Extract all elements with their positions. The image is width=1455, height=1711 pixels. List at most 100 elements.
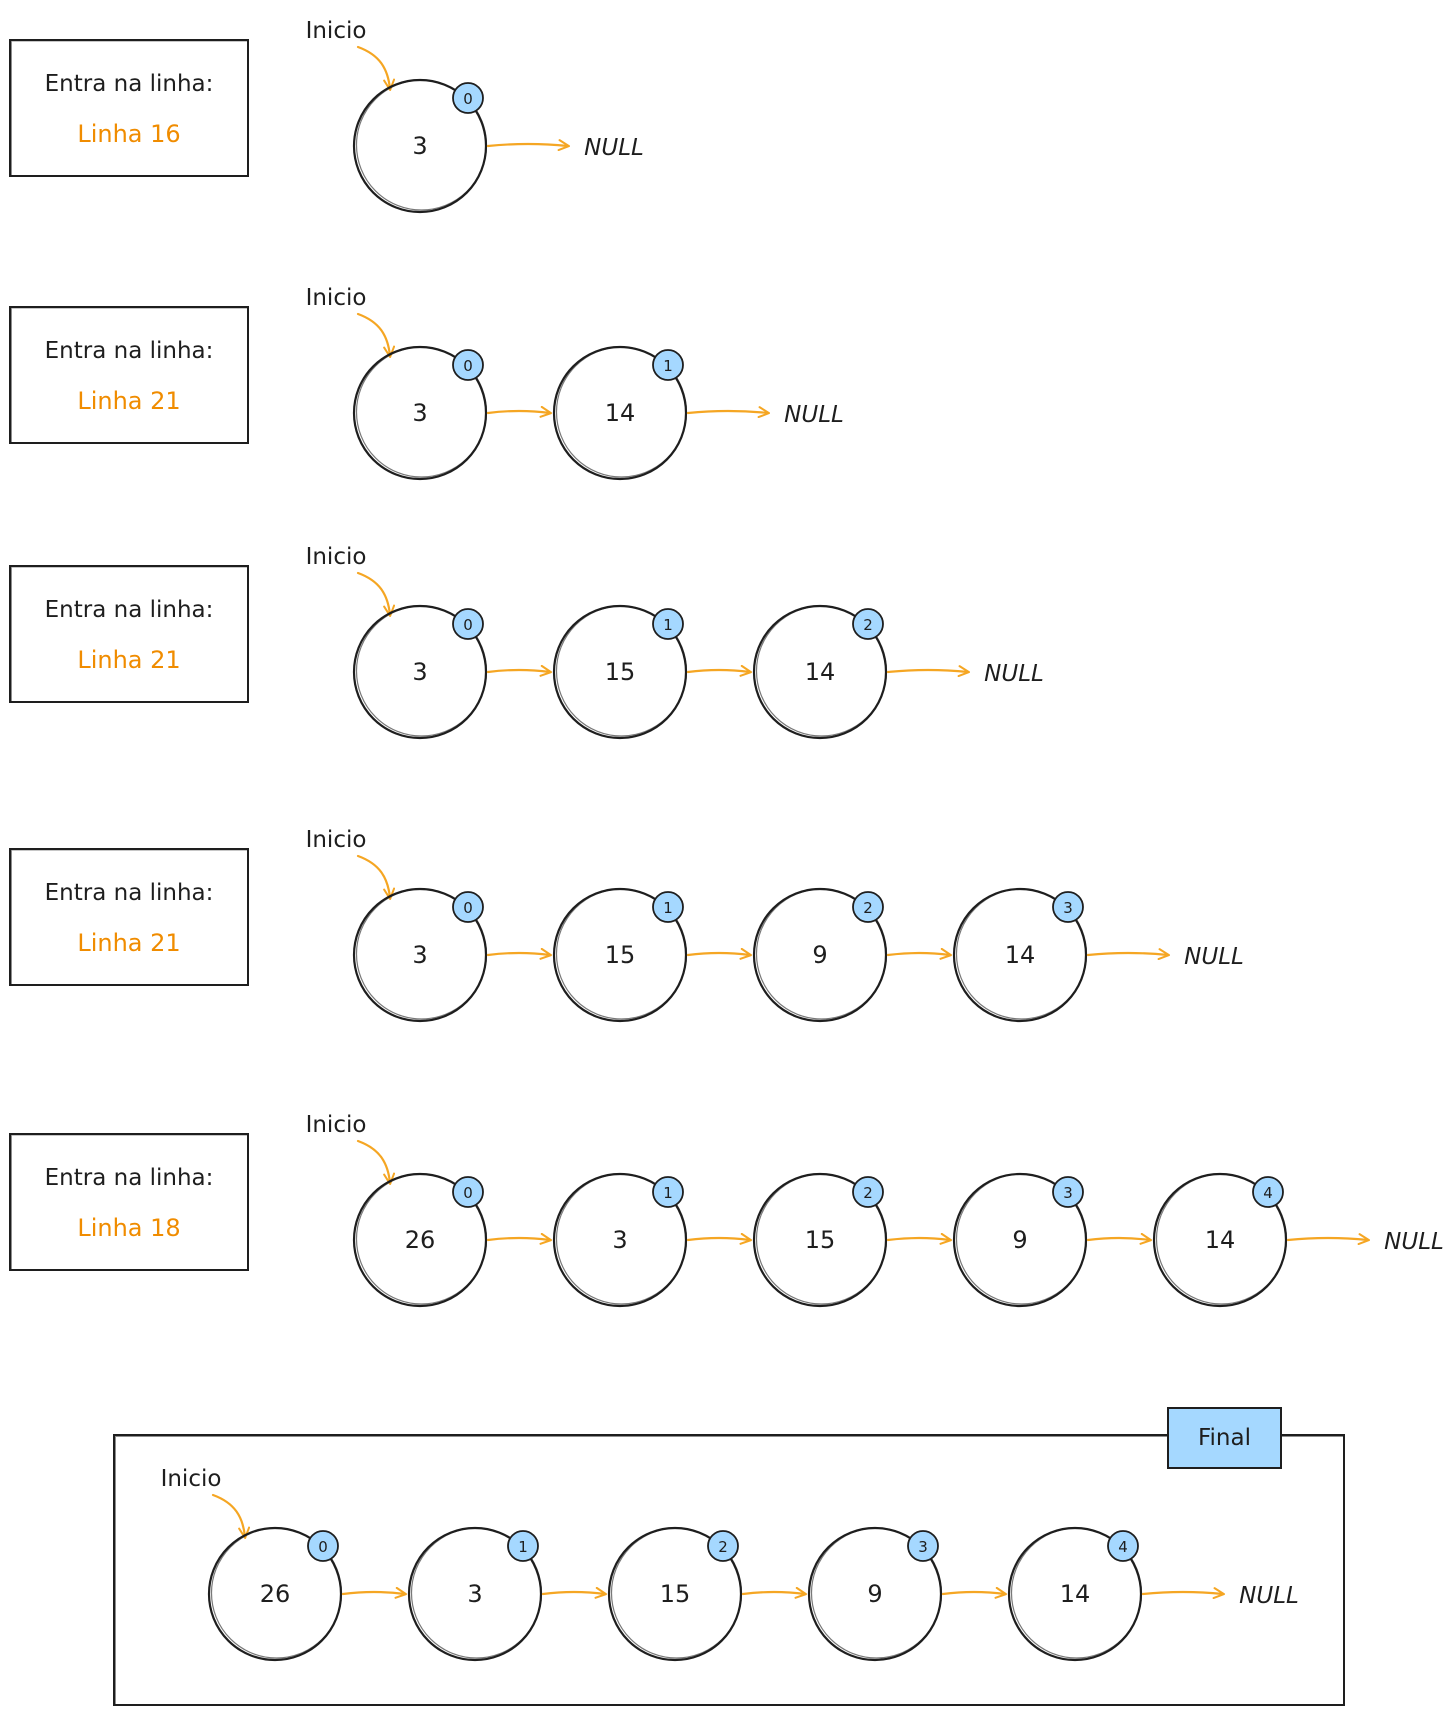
node-circle-sketch [555,888,688,1020]
node-index: 0 [318,1538,328,1556]
list-node: 143 [952,887,1088,1023]
node-value: 9 [812,941,827,969]
node-value: 15 [805,1226,836,1254]
node-value: 15 [605,941,636,969]
node-index-badge [852,1176,884,1208]
entry-line-label: Linha 21 [77,387,180,415]
next-pointer-arrow [486,405,552,418]
next-pointer-arrow [541,1586,607,1599]
list-node: 152 [607,1526,743,1662]
node-index-badge [852,608,884,640]
node-circle-sketch [810,1527,943,1659]
list-node: 30 [352,887,488,1023]
node-index-badge [1107,1530,1139,1562]
node-index-badge [452,891,484,923]
null-pointer-arrow [1086,948,1170,961]
node-circle-sketch [355,1173,488,1305]
entry-box [9,565,249,703]
node-index-badge [652,349,684,381]
list-node: 30 [352,345,488,481]
list-node: 26 0 [207,1526,343,1662]
final-tag-label: Final [1198,1425,1251,1451]
list-node: 31 [552,1172,688,1308]
node-value: 14 [1060,1580,1091,1608]
node-index-badge [507,1530,539,1562]
node-circle-sketch [555,1173,688,1305]
start-label: Inicio [306,18,367,44]
entry-prefix-label: Entra na linha: [45,1165,214,1191]
entry-line-label: Linha 21 [77,646,180,674]
node-index: 0 [463,90,473,108]
list-node: 15 2 [752,1172,888,1308]
node-value: 3 [467,1580,482,1608]
node-value: 3 [612,1226,627,1254]
list-node: 93 [807,1526,943,1662]
node-index: 3 [1063,1184,1073,1202]
entry-line-label: Linha 16 [77,120,180,148]
node-circle-sketch [955,1173,1088,1305]
entry-prefix-label: Entra na linha: [45,880,214,906]
node-index-badge [307,1530,339,1562]
null-label: NULL [584,135,644,161]
node-circle-sketch [1155,1173,1288,1305]
node-index-badge [452,608,484,640]
start-label: Inicio [306,544,367,570]
start-label: Inicio [161,1466,222,1492]
start-pointer-arrow [356,45,396,91]
entry-prefix-label: Entra na linha: [45,338,214,364]
node-value: 9 [1012,1226,1027,1254]
next-pointer-arrow [341,1586,407,1599]
node-value: 14 [605,399,636,427]
node-circle-sketch [355,79,488,211]
start-pointer-arrow [356,1139,396,1185]
node-index: 1 [663,1184,673,1202]
node-value: 14 [1205,1226,1236,1254]
entry-prefix-label: Entra na linha: [45,597,214,623]
node-circle-sketch [555,605,688,737]
null-label: NULL [1239,1583,1299,1609]
start-pointer-arrow [356,312,396,358]
node-index: 2 [863,1184,873,1202]
start-pointer-arrow [211,1493,251,1539]
null-label: NULL [1184,944,1244,970]
next-pointer-arrow [486,1232,552,1245]
null-label: NULL [1384,1229,1444,1255]
node-value: 14 [805,658,836,686]
node-circle-sketch [755,1173,888,1305]
node-index-badge [452,1176,484,1208]
step-row: Entra na linha:Linha 18Inicio26031152931… [9,1112,1444,1308]
node-index-badge [652,891,684,923]
start-label: Inicio [306,285,367,311]
next-pointer-arrow [486,664,552,677]
list-node: 151 [552,887,688,1023]
node-value: 3 [412,658,427,686]
node-circle-sketch [755,605,888,737]
node-value: 3 [412,399,427,427]
start-pointer-arrow [356,571,396,617]
node-circle-sketch [755,888,888,1020]
next-pointer-arrow [1086,1232,1152,1245]
node-index: 1 [518,1538,528,1556]
node-index: 4 [1118,1538,1128,1556]
node-circle-sketch [210,1527,343,1659]
node-circle-sketch [555,346,688,478]
node-index: 0 [463,616,473,634]
node-index: 3 [1063,899,1073,917]
node-value: 26 [260,1580,291,1608]
node-value: 15 [605,658,636,686]
node-value: 26 [405,1226,436,1254]
start-pointer-arrow [356,854,396,900]
entry-box-sketch [11,1134,248,1270]
node-index-badge [652,608,684,640]
node-index-badge [652,1176,684,1208]
node-index: 1 [663,357,673,375]
node-index: 2 [863,616,873,634]
entry-box [9,39,249,177]
null-label: NULL [784,402,844,428]
